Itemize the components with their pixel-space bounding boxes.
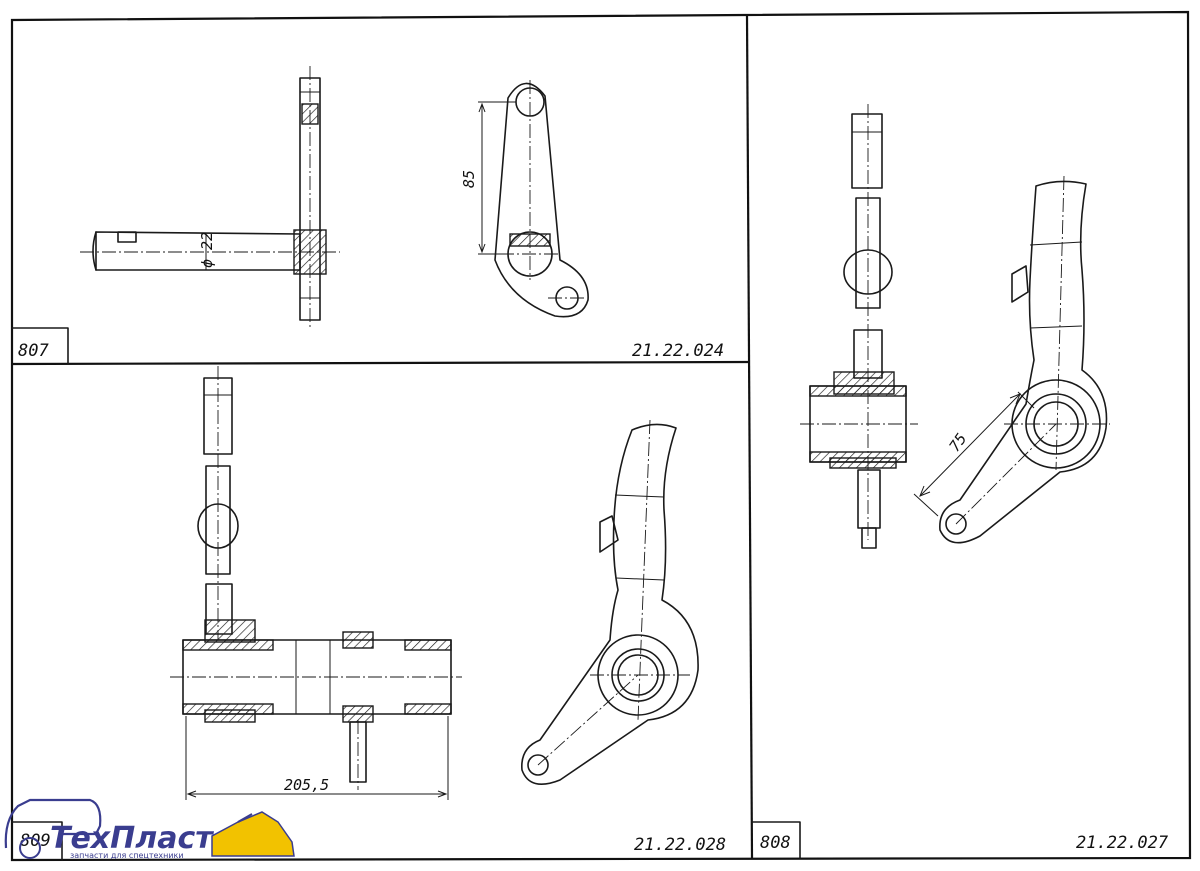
- panel-808-code: 21.22.027: [1076, 833, 1169, 853]
- panel-807-label-box: 807: [11, 327, 69, 365]
- panel-807-number: 807: [18, 341, 49, 361]
- panel-809-code: 21.22.028: [634, 835, 726, 855]
- part-808-side-view: [800, 104, 918, 549]
- part-807-front-view: [478, 80, 589, 318]
- part-808-front-view: [913, 175, 1110, 544]
- truck-outline-icon: [4, 798, 102, 849]
- part-809-side-view: [170, 366, 462, 800]
- panel-807-diameter-dimension: ϕ 22: [198, 232, 216, 268]
- part-807-side-view: [80, 66, 340, 330]
- excavator-icon: [211, 811, 295, 857]
- techplast-logo: ТехПласт запчасти для спецтехники: [4, 798, 295, 860]
- part-809-front-view: [521, 419, 699, 786]
- logo-tagline: запчасти для спецтехники: [70, 851, 184, 860]
- wheel-icon: [19, 837, 41, 859]
- panel-809-number: 809: [20, 831, 51, 851]
- panel-808-dimension: 75: [945, 430, 970, 455]
- logo-text: ТехПласт: [50, 821, 214, 856]
- panel-808-label-box: 808: [751, 821, 801, 859]
- sheet-frame: [10, 10, 1192, 862]
- panel-807-code: 21.22.024: [632, 341, 724, 361]
- panel-809-length-dimension: 205,5: [284, 776, 329, 794]
- panel-807-length-dimension: 85: [460, 170, 478, 188]
- panel-809-label-box: 809: [11, 821, 63, 861]
- panel-808-number: 808: [760, 833, 791, 853]
